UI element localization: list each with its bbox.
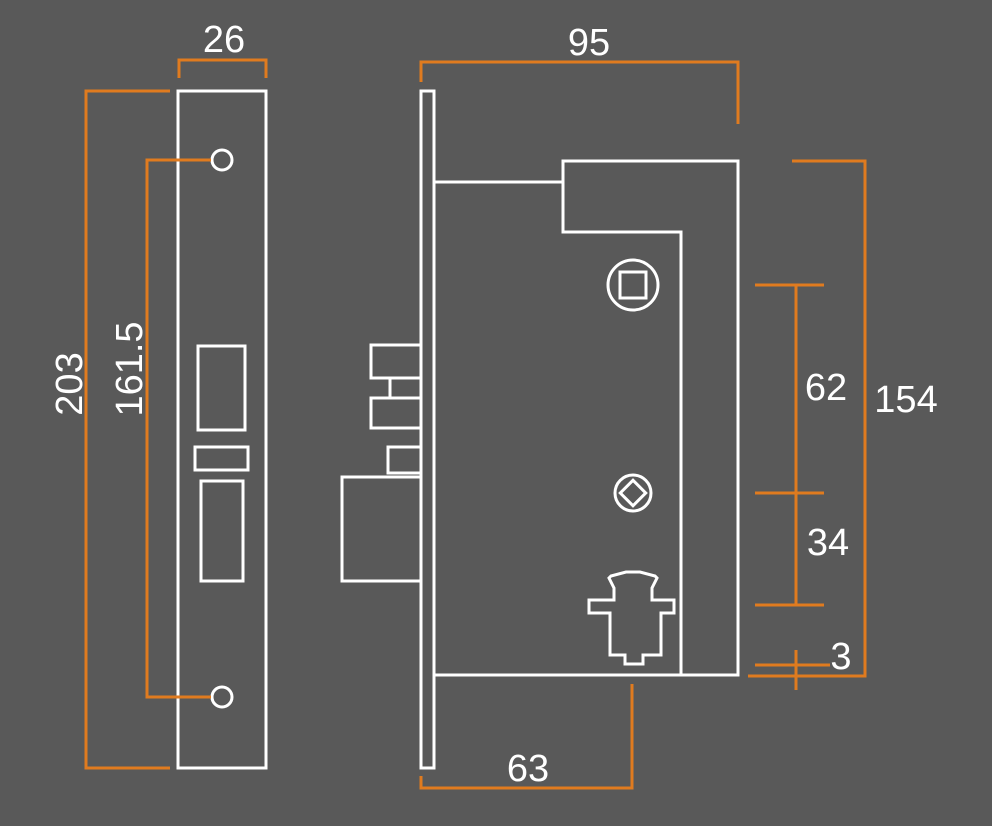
screw-spacing-label: 161.5 bbox=[109, 321, 151, 416]
thumbturn-square bbox=[618, 478, 648, 508]
cylinder-to-bottom-label: 34 bbox=[807, 522, 849, 564]
latch-slot bbox=[196, 344, 247, 432]
thumbturn-hub bbox=[613, 473, 653, 513]
deadlatch-bolt bbox=[369, 396, 423, 430]
handle-spindle-hub bbox=[606, 258, 660, 312]
deadlatch-slot bbox=[193, 445, 250, 472]
cylinder-cam bbox=[587, 570, 676, 666]
backset-label: 63 bbox=[507, 748, 549, 790]
faceplate-width-dimension: 26 bbox=[177, 19, 268, 78]
handle-spindle-square bbox=[618, 270, 648, 300]
backset-dimension: 63 bbox=[419, 684, 634, 790]
deadbolt bbox=[340, 475, 423, 583]
faceplate-outline bbox=[176, 89, 268, 770]
body-width-dimension: 95 bbox=[419, 22, 740, 124]
handle-to-cylinder-label: 62 bbox=[805, 367, 847, 409]
top-screw-hole bbox=[210, 148, 234, 172]
bottom-screw-hole bbox=[210, 685, 234, 709]
faceplate-height-dimension: 203 bbox=[49, 89, 170, 770]
case-inner-wall bbox=[561, 182, 683, 675]
faceplate-view bbox=[176, 89, 268, 770]
front-plate bbox=[419, 89, 436, 770]
faceplate-width-label: 26 bbox=[203, 19, 245, 61]
body-height-label: 154 bbox=[874, 379, 937, 421]
body-height-dimension: 154 bbox=[748, 159, 938, 678]
faceplate-height-label: 203 bbox=[49, 352, 91, 415]
trigger-bolt bbox=[386, 445, 423, 475]
lock-body-view bbox=[340, 89, 740, 770]
body-width-label: 95 bbox=[568, 22, 610, 64]
case-outline bbox=[434, 159, 740, 677]
deadbolt-slot bbox=[199, 479, 245, 583]
screw-spacing-dimension: 161.5 bbox=[109, 158, 211, 699]
spacing-dimensions: 62 34 3 bbox=[755, 283, 852, 690]
latch-bolt bbox=[369, 343, 423, 380]
bottom-offset-label: 3 bbox=[830, 636, 851, 678]
